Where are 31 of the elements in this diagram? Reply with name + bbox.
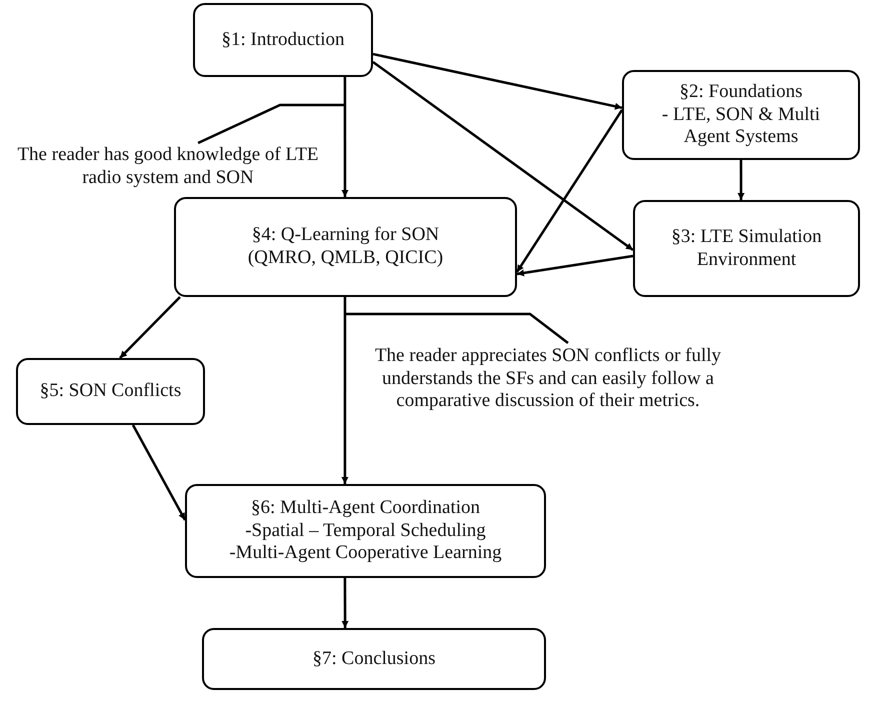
box-title: §2: Foundations	[680, 80, 802, 104]
arrow	[342, 578, 349, 628]
process-box	[174, 197, 517, 297]
annotation-text: The reader has good knowledge of LTE radio system and SON	[8, 143, 328, 191]
arrow	[372, 60, 634, 251]
process-box	[202, 628, 546, 690]
leader-line	[198, 104, 345, 144]
process-box	[16, 358, 205, 425]
arrow	[341, 77, 348, 197]
arrow	[341, 297, 348, 484]
process-box	[633, 200, 860, 297]
arrow	[372, 52, 622, 110]
process-box	[185, 484, 546, 578]
annotation-text: The reader appreciates SON conflicts or fully understands the SFs and can easily follow a comparative discussion of their metrics.	[352, 343, 744, 415]
leader-line	[345, 312, 569, 344]
process-box	[622, 70, 860, 160]
arrow	[738, 160, 745, 200]
box-text: -Spatial – Temporal Scheduling	[245, 520, 486, 542]
arrow	[132, 424, 186, 521]
arrow	[119, 296, 181, 359]
box-title: §5: SON Conflicts	[40, 380, 182, 403]
arrow	[516, 254, 634, 276]
box-title: §3: LTE Simulation Environment	[670, 226, 823, 272]
box-text: -Multi-Agent Cooperative Learning	[229, 542, 502, 566]
arrow	[516, 109, 624, 273]
box-title: §7: Conclusions	[312, 648, 436, 670]
box-title: §4: Q-Learning for SON (QMRO, QMLB, QICIC)	[246, 224, 444, 270]
box-title: §6: Multi-Agent Coordination	[250, 496, 480, 520]
box-title: §1: Introduction	[222, 28, 344, 52]
process-box	[193, 3, 373, 77]
box-text: - LTE, SON & Multi Agent Systems	[660, 104, 822, 150]
